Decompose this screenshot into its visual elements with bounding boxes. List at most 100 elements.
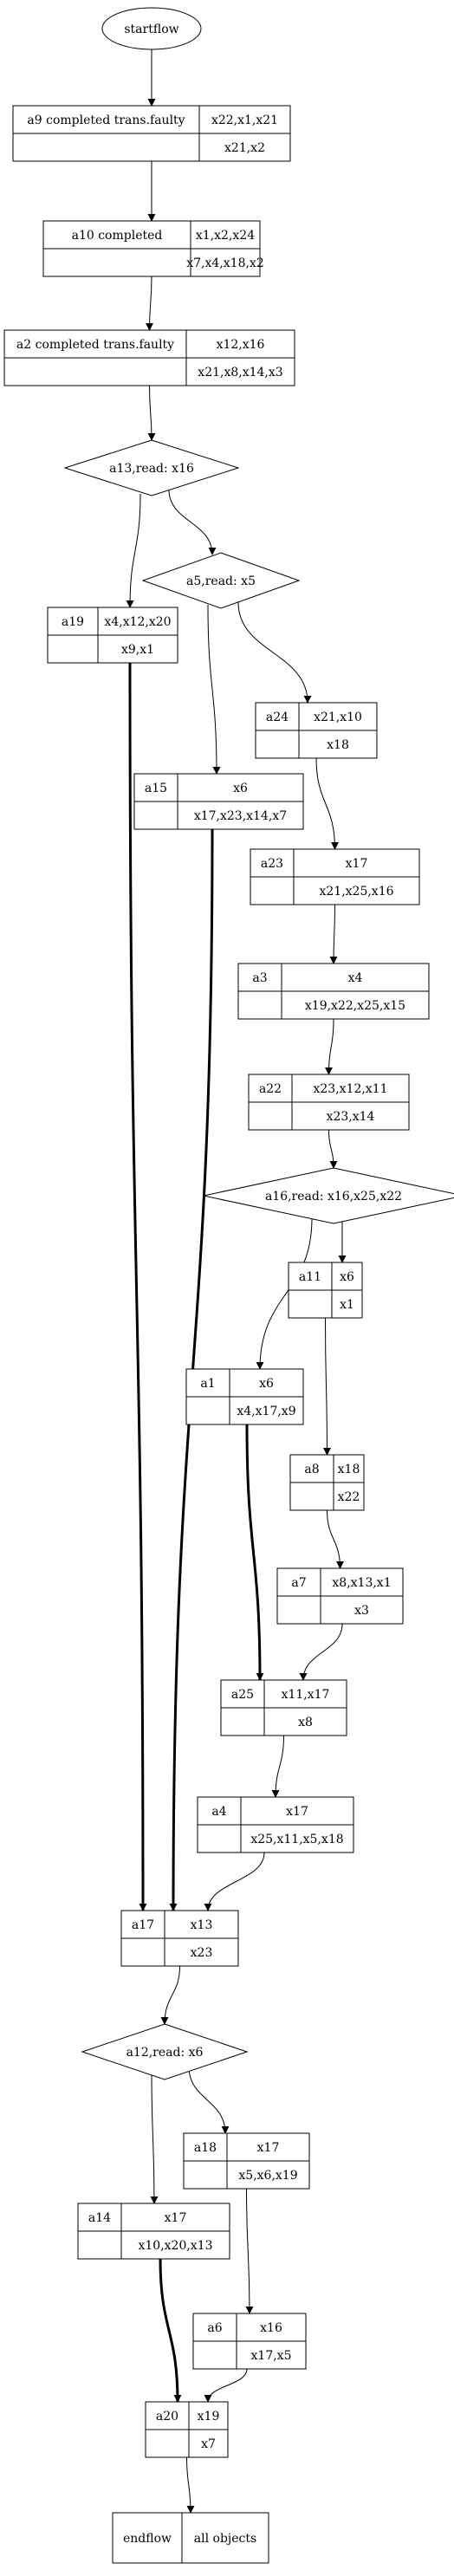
edge-a10-to-a2 (146, 276, 154, 331)
record-name: a19 (62, 615, 84, 629)
decision-diamond (81, 2023, 249, 2080)
decision-diamond (141, 552, 301, 609)
decision-node-a12: a12,read: x6 (81, 2023, 249, 2080)
edge-a18-to-a6 (245, 2188, 254, 2314)
record-bottom-vars: x9,x1 (121, 643, 154, 657)
record-name: a3 (252, 971, 267, 985)
edge-a8-to-a7 (327, 1509, 344, 1569)
edge-a5-to-a24 (237, 601, 312, 704)
record-node-a3: a3 x4 x19,x22,x25,x15 (237, 963, 430, 1020)
record-bottom-vars: x1 (340, 1298, 354, 1312)
record-bottom-vars: x17,x23,x14,x7 (194, 809, 287, 823)
end-objects-label: all objects (194, 2532, 256, 2546)
record-name: a7 (291, 1576, 306, 1590)
record-top-vars: x17 (165, 2211, 187, 2225)
end-label: endflow (123, 2532, 172, 2546)
record-bottom-vars: x8 (298, 1716, 313, 1729)
record-name: a22 (259, 1082, 282, 1096)
edge-a5-to-a15 (207, 604, 221, 775)
edge-a20-to-end (186, 2456, 195, 2514)
record-name: a14 (88, 2211, 111, 2225)
record-top-vars: x4,x12,x20 (104, 615, 171, 629)
edge-a7-to-a25 (299, 1623, 343, 1681)
record-name: a6 (207, 2321, 222, 2335)
record-bottom-vars: x23,x14 (327, 1110, 375, 1124)
record-name: a24 (266, 711, 289, 724)
edge-a24-to-a23 (315, 757, 339, 850)
decision-node-a13: a13,read: x16 (63, 439, 240, 496)
decision-label: a5,read: x5 (186, 574, 256, 588)
record-top-vars: x6 (259, 1377, 274, 1391)
decision-label: a16,read: x16,x25,x22 (265, 1190, 402, 1204)
record-top-vars: x22,x1,x21 (211, 114, 278, 127)
decision-node-a16: a16,read: x16,x25,x22 (203, 1167, 454, 1224)
start-label: startflow (124, 23, 178, 36)
record-top-vars: x23,x12,x11 (313, 1082, 387, 1096)
start-node: startflow (101, 7, 202, 50)
record-top-vars: x17 (346, 857, 368, 871)
edge-a2-to-a13 (147, 385, 156, 441)
end-node: endflow all objects (112, 2512, 269, 2564)
record-name: a1 (200, 1377, 215, 1391)
edge-a25-to-a4 (271, 1735, 284, 1798)
end-box (112, 2512, 269, 2564)
record-top-vars: x13 (191, 1918, 213, 1932)
start-ellipse (101, 7, 202, 50)
record-bottom-vars: x7 (201, 2437, 216, 2451)
edge-a3-to-a22 (325, 1018, 334, 1075)
edge-a4-to-a17 (204, 1852, 265, 1911)
record-top-vars: x8,x13,x1 (332, 1576, 391, 1590)
edge-a13-to-a5 (168, 489, 217, 555)
record-top-vars: x17 (286, 1805, 308, 1819)
decision-node-a5: a5,read: x5 (141, 552, 301, 609)
record-node-a17: a17 x13 x23 (120, 1910, 239, 1967)
edge-a13-to-a19 (126, 493, 141, 608)
record-bottom-vars: x22 (338, 1490, 360, 1504)
edge-a12-to-a14 (150, 2072, 159, 2204)
edge-a1-to-a25 (245, 1424, 264, 1681)
record-bottom-vars: x7,x4,x18,x2 (186, 256, 263, 270)
record-name: a10 completed (72, 229, 163, 243)
edge-a16-to-a1 (256, 1217, 313, 1370)
record-bottom-vars: x21,x25,x16 (319, 885, 393, 899)
record-bottom-vars: x3 (354, 1604, 369, 1618)
record-bottom-vars: x21,x2 (224, 141, 265, 155)
edge-a14-to-a20 (159, 2258, 182, 2403)
record-name: a25 (231, 1688, 254, 1702)
record-bottom-vars: x17,x5 (251, 2349, 292, 2363)
record-top-vars: x21,x10 (314, 711, 362, 724)
edge-a23-to-a3 (329, 904, 338, 964)
record-bottom-vars: x23 (191, 1946, 213, 1960)
record-top-vars: x6 (340, 1270, 354, 1284)
decision-diamond (63, 439, 240, 496)
record-bottom-vars: x21,x8,x14,x3 (198, 366, 282, 380)
edge-a22-to-a16 (328, 1129, 338, 1169)
record-name: a23 (261, 857, 283, 871)
record-top-vars: x19 (198, 2410, 220, 2424)
record-node-a19: a19 x4,x12,x20 x9,x1 (47, 607, 178, 664)
decision-diamond (203, 1167, 454, 1224)
record-top-vars: x16 (260, 2321, 282, 2335)
record-bottom-vars: x18 (327, 738, 349, 752)
record-name: a17 (132, 1918, 154, 1932)
record-name: a2 completed trans.faulty (16, 338, 174, 352)
decision-label: a12,read: x6 (126, 2046, 204, 2060)
edge-a19-to-a17 (128, 662, 147, 1911)
record-bottom-vars: x19,x22,x25,x15 (305, 999, 405, 1013)
edge-a6-to-a20 (204, 2368, 248, 2403)
record-top-vars: x12,x16 (217, 338, 265, 352)
edge-a11-to-a8 (322, 1317, 331, 1456)
record-node-a22: a22 x23,x12,x11 x23,x14 (248, 1074, 410, 1131)
record-top-vars: x4 (348, 971, 363, 985)
record-top-vars: x6 (233, 782, 248, 795)
